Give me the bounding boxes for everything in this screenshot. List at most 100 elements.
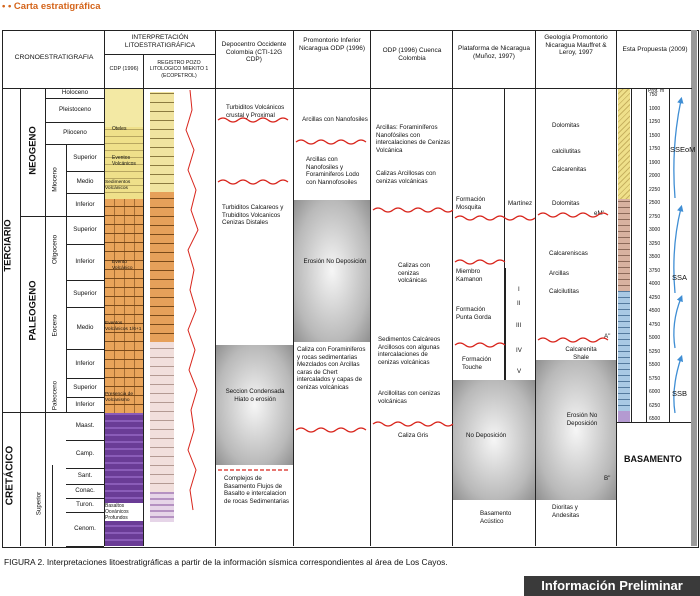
plat-roman-1: I — [518, 286, 520, 293]
epoch-divider — [46, 144, 104, 145]
preliminary-badge: Información Preliminar — [524, 576, 700, 596]
pozo-lith-d — [150, 492, 174, 522]
epoch-divider — [46, 122, 104, 123]
prop-lith-3 — [618, 291, 630, 411]
wavy-plat-2 — [454, 259, 506, 265]
wavy-promo-2 — [295, 427, 367, 433]
depth-value: 1500 — [649, 132, 661, 139]
depth-value: 5000 — [649, 335, 661, 341]
depth-value: 3750 — [649, 267, 661, 274]
plat-roman-2: II — [517, 300, 521, 307]
epoch-label: Superior — [73, 153, 97, 161]
depth-value: 4500 — [649, 308, 661, 314]
epoch-divider — [66, 512, 104, 513]
epoch-label: Turon. — [76, 501, 94, 508]
depo-t2: Turbiditos Calcareos y Trubiditos Volcan… — [222, 204, 284, 226]
crono-sep-c — [66, 144, 67, 216]
pozo-log-curve — [185, 90, 199, 511]
arrow-1 — [673, 96, 684, 199]
col-sep-2 — [215, 30, 216, 546]
prop-basamento: BASAMENTO — [624, 454, 682, 464]
epoch-label: Inferior — [75, 200, 95, 208]
plat-inner-sep — [504, 88, 505, 380]
col-sep-1 — [104, 30, 105, 546]
epoch-label: Conac. — [75, 487, 95, 494]
prop-sep-b — [646, 88, 647, 422]
interp-divider — [104, 54, 215, 55]
odp-t1: Arcillas: Foraminíferos Nanofósiles con … — [376, 124, 450, 154]
epoch-label: Cenom. — [74, 525, 96, 532]
cdp-label-basaltos: Basaltos Oceánicos Profundos — [105, 503, 143, 521]
cdp-label-evento2: Eventos Volcánicos 1/6+1 — [105, 321, 142, 332]
geo-calcilutitas: calcilutitas — [552, 148, 581, 155]
depth-value: 5750 — [649, 375, 661, 382]
arrow-4 — [673, 354, 684, 414]
depth-value: 6500 — [649, 416, 661, 422]
cdp-mio-fill — [105, 127, 143, 199]
odp-t2: Calizas Arcillosas con cenizas volcánica… — [376, 170, 436, 185]
unconformity-lines — [217, 117, 609, 471]
header-divider — [2, 88, 692, 89]
prop-arrows — [673, 96, 684, 414]
geo-em: eM' — [594, 210, 604, 217]
cdp-bricks-v — [105, 199, 143, 413]
wavy-odp-1 — [372, 207, 454, 213]
geo-dioritas: Dioritas y Andesitas — [552, 504, 580, 519]
header-promontorio: Promontorio Inferior Nicaragua ODP (1996… — [299, 37, 365, 52]
odp-t3: Calizas con cenizas volcánicas — [398, 262, 430, 284]
crono-sep-a — [20, 88, 21, 546]
prop-bottom — [617, 422, 691, 423]
epoch-label: Holoceno — [61, 89, 89, 96]
depth-value: 3500 — [649, 254, 661, 260]
depth-value: 6250 — [649, 402, 661, 409]
epoch-divider — [66, 216, 104, 217]
cdp-label-evento: Evento Volcánico — [112, 260, 133, 271]
right-shade-bar — [691, 30, 697, 546]
geo-calcareniscas: Calcareniscas — [549, 250, 588, 257]
prop-ssa: SSA — [672, 273, 688, 282]
wavy-plat-3 — [454, 342, 506, 348]
depth-value: 6000 — [649, 389, 661, 395]
depth-value: 2000 — [649, 173, 661, 179]
epoch-divider — [46, 98, 104, 99]
plat-punta-gorda: Formación Punta Gorda — [456, 306, 492, 321]
epoch-label: Superior — [73, 226, 97, 233]
epoch-divider — [66, 397, 104, 398]
epoch-divider — [66, 412, 104, 413]
plat-basamento: Basamento Acústico — [480, 510, 512, 525]
epoch-label: Inferior — [75, 400, 95, 408]
figure-caption: FIGURA 2. Interpretaciones litoestratigr… — [4, 557, 448, 567]
depth-value: 750 — [649, 92, 658, 98]
cdp-label-eventos: Eventos Volcánicos — [112, 155, 136, 167]
plat-nodepo: No Deposición — [466, 432, 507, 439]
header-odp: ODP (1996) Cuenca Colombia — [382, 47, 442, 62]
chart-title: • • Carta estratigráfica — [2, 1, 101, 12]
geo-calcilutitas2: Calcilutitas — [549, 288, 579, 295]
epoch-label: Superior — [73, 383, 97, 391]
epoch-divider — [66, 546, 104, 547]
depo-condensed-shade — [216, 345, 293, 465]
depth-value: 2750 — [649, 213, 661, 220]
geo-dolomitas: Dolomitas — [552, 122, 580, 129]
epoch-label: Medio — [76, 324, 94, 331]
geo-erosion-shade — [536, 360, 616, 500]
cdp-purple-fill — [105, 413, 143, 546]
wavy-geo-2 — [537, 337, 609, 343]
epoch-divider — [66, 468, 104, 469]
depth-value: 4250 — [649, 294, 661, 301]
col-sep-5 — [452, 30, 453, 546]
header-geologia: Geología Promontorio Nicaragua Mauffret … — [544, 34, 608, 57]
epoch-label: Camp. — [75, 450, 95, 457]
geo-erosion: Erosión No Deposición — [566, 412, 598, 427]
epoch-divider — [66, 193, 104, 194]
plat-mosquita: Formación Mosquita — [456, 196, 486, 211]
depo-t3: Seccion Condensada Hiato o erosión — [225, 388, 285, 403]
cdp-plio-fill — [105, 89, 143, 127]
header-registro: REGISTRO POZO LITOLOGICO MIEKITO 1 (ECOP… — [149, 60, 209, 79]
epoch-divider — [66, 280, 104, 281]
depo-t4: Complejos de Basamento Flujos de Basalto… — [224, 475, 290, 505]
epoch-divider — [66, 498, 104, 499]
epoch-label: Plioceno — [63, 129, 87, 136]
wavy-promo-1 — [295, 139, 367, 145]
depth-value: 4750 — [649, 321, 661, 328]
